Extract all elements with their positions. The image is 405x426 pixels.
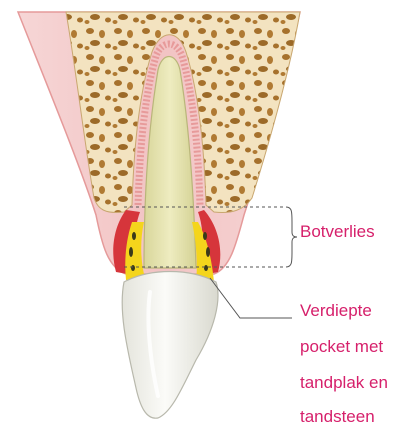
tooth-crown — [122, 272, 218, 419]
label-pocket-line-2: pocket met — [300, 337, 383, 356]
label-pocket-line-1: Verdiepte — [300, 301, 372, 320]
pocket-leader-line — [210, 278, 292, 318]
label-bone-loss: Botverlies — [300, 222, 375, 241]
bone-loss-brace — [286, 207, 297, 267]
label-pocket-line-4: tandsteen — [300, 407, 375, 426]
label-pocket-line-3: tandplak en — [300, 373, 388, 392]
